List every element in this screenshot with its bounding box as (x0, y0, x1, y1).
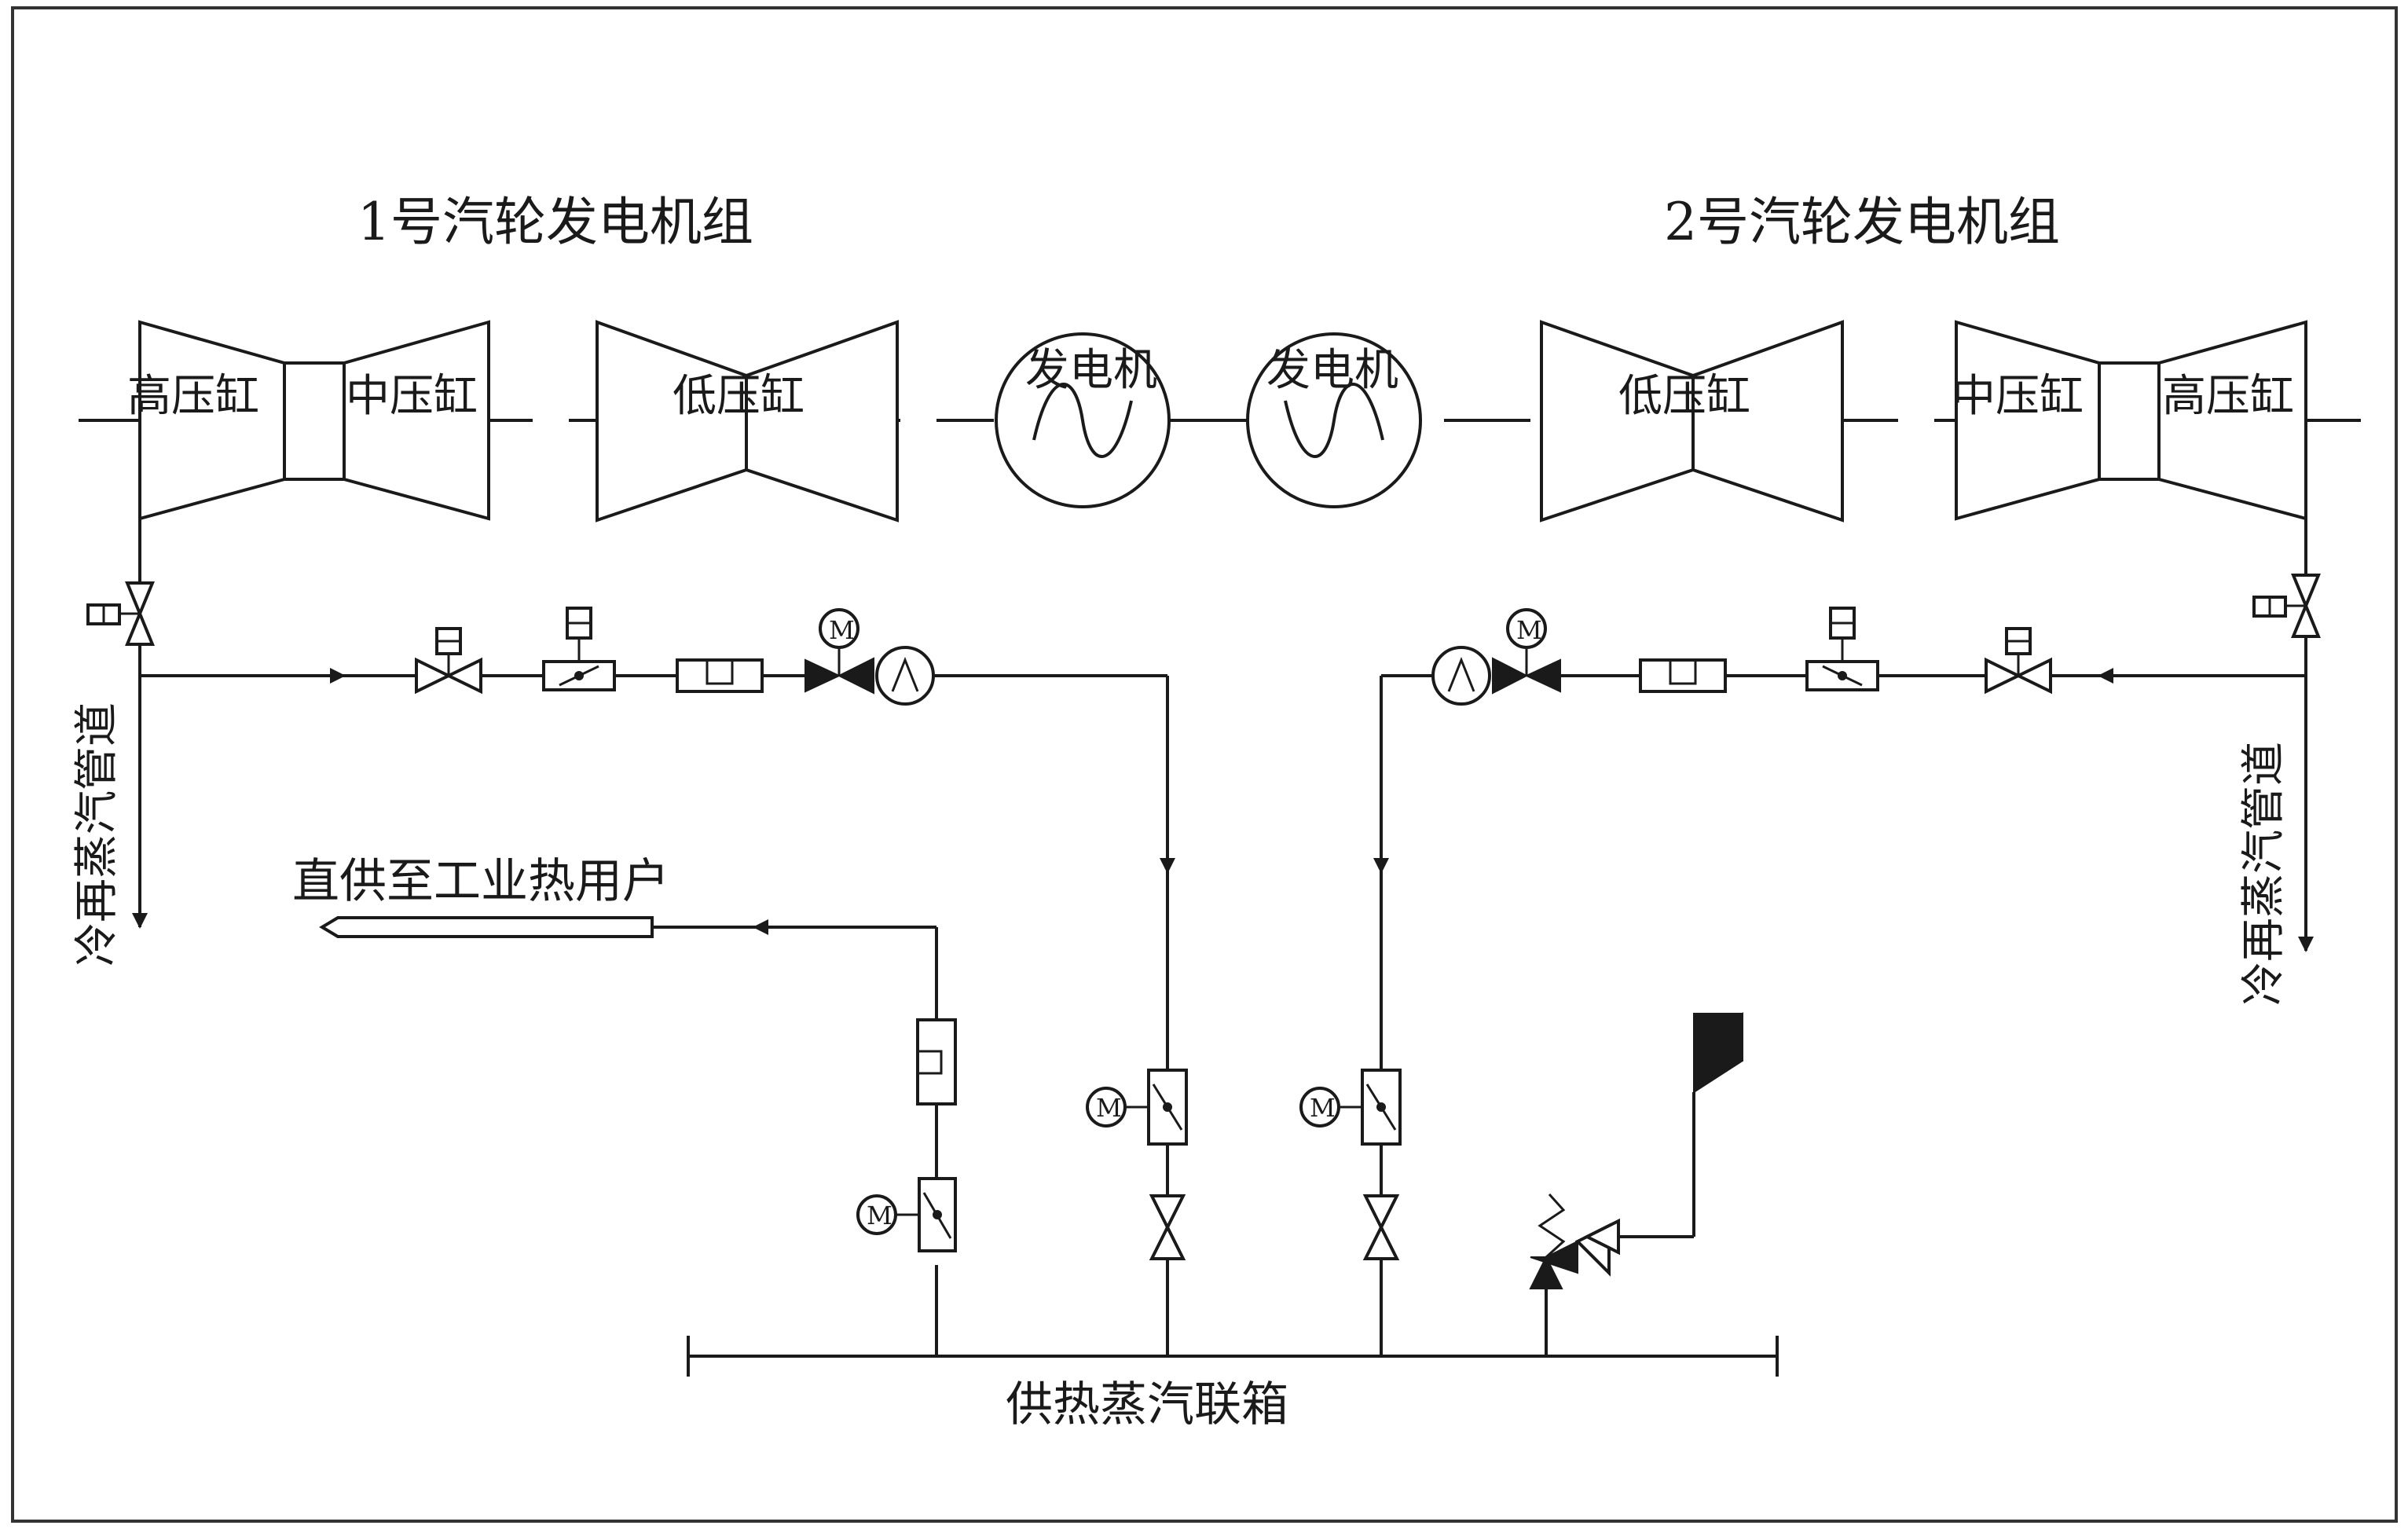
unit2-ip-label: 中压缸 (1952, 371, 2084, 422)
right-extraction-line (1373, 668, 2306, 1070)
left-cold-reheat-label: 冷再蒸汽管道 (71, 702, 123, 966)
right-check-valve-icon (2252, 574, 2321, 638)
unit1-hp-ip-turbine (138, 320, 490, 521)
right-flow-nozzle-icon (1639, 658, 1727, 693)
left-drop-motor-icon: M (1096, 1093, 1122, 1123)
unit1-lp-turbine (596, 320, 899, 522)
right-cold-reheat-label: 冷再蒸汽管道 (2238, 742, 2289, 1006)
left-motor-check-valve-icon: M (804, 608, 935, 706)
right-gate-valve-icon (1985, 627, 2052, 695)
unit2-hp-label: 高压缸 (2162, 371, 2294, 422)
industrial-motor-icon: M (867, 1201, 892, 1230)
diagram-frame (11, 6, 2398, 1523)
left-gate-valve-icon (415, 627, 482, 695)
right-control-valve-icon (1805, 607, 1879, 691)
unit1-generator-label: 发电机 (1025, 345, 1157, 396)
right-drop-motor-icon: M (1310, 1093, 1336, 1123)
unit1-hp-label: 高压缸 (127, 371, 259, 422)
left-flow-nozzle-icon (676, 658, 764, 693)
unit2-lp-label: 低压缸 (1618, 371, 1750, 422)
steam-header-label: 供热蒸汽联箱 (1006, 1377, 1288, 1432)
unit1-title: 1号汽轮发电机组 (357, 192, 753, 252)
right-motor-icon: M (1516, 615, 1542, 645)
unit1-lp-label: 低压缸 (673, 371, 804, 422)
unit2-ip-hp-turbine (1955, 320, 2307, 521)
left-check-valve-icon (86, 581, 155, 646)
right-motor-check-valve-icon: M (1431, 608, 1561, 706)
exhaust-silencer-icon (1693, 1012, 1743, 1094)
left-control-valve-icon (542, 607, 616, 691)
unit2-generator (1246, 332, 1422, 508)
industrial-supply-line (652, 919, 938, 1356)
left-motor-icon: M (829, 615, 855, 645)
unit1-ip-label: 中压缸 (346, 371, 478, 422)
unit1-generator (995, 332, 1171, 508)
right-drop-valves-icon: M (1299, 1069, 1402, 1356)
safety-valve-icon (1529, 1092, 1695, 1356)
unit2-generator-label: 发电机 (1266, 345, 1398, 396)
industrial-user-label: 直供至工业热用户 (292, 854, 669, 909)
left-extraction-line (140, 668, 1175, 1070)
steam-header (687, 1336, 1779, 1377)
left-drop-valves-icon: M (1086, 1069, 1188, 1356)
unit2-lp-turbine (1540, 320, 1844, 522)
industrial-flow-nozzle-icon (916, 1018, 957, 1106)
industrial-silencer-icon (319, 916, 654, 938)
unit2-title: 2号汽轮发电机组 (1664, 192, 2060, 252)
industrial-motor-control-valve-icon: M (856, 1177, 957, 1252)
